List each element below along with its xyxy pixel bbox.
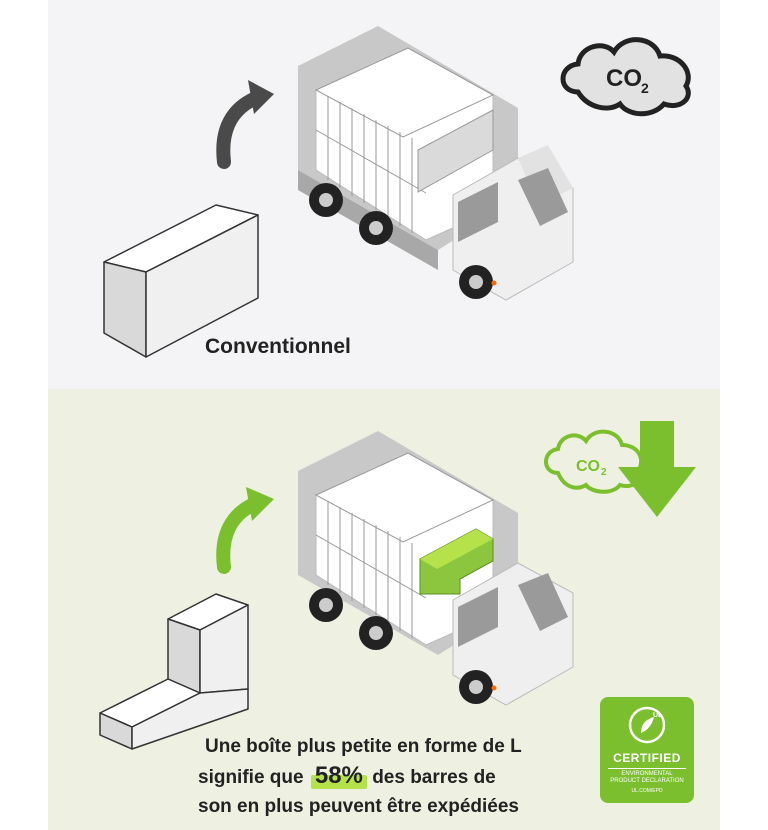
co2-sub-top: 2 bbox=[641, 80, 649, 96]
co2-cloud-icon: CO 2 bbox=[560, 37, 691, 117]
arrow-down-icon bbox=[618, 421, 696, 517]
conventional-illustration: CO 2 bbox=[103, 26, 691, 358]
arrow-up-right-green-icon bbox=[216, 487, 274, 574]
l-box-panel: CO 2 Une boîte plus petite en forme de L… bbox=[48, 389, 720, 830]
l-box-caption: Une boîte plus petite en forme de L sign… bbox=[198, 732, 522, 821]
caption-line-2: signifie que 58% des barres de bbox=[198, 761, 522, 792]
ul-certified-badge: UL CERTIFIED ENVIRONMENTAL PRODUCT DECLA… bbox=[600, 697, 694, 803]
badge-url: UL.COM/EPD bbox=[631, 788, 663, 794]
conventional-caption: Conventionnel bbox=[205, 335, 351, 358]
l-box-illustration: CO 2 bbox=[99, 421, 696, 750]
percent-highlight-bar bbox=[310, 775, 367, 789]
co2-label-bottom: CO bbox=[576, 458, 600, 475]
badge-divider bbox=[608, 768, 686, 769]
caption-line-2-before: signifie que bbox=[198, 767, 304, 788]
badge-env-line2: PRODUCT DECLARATION bbox=[610, 778, 684, 784]
caption-line-1: Une boîte plus petite en forme de L bbox=[205, 736, 522, 757]
badge-env-line1: ENVIRONMENTAL bbox=[621, 771, 673, 777]
ul-logo-text: UL bbox=[653, 712, 663, 719]
badge-env-text: ENVIRONMENTAL PRODUCT DECLARATION bbox=[600, 771, 694, 785]
caption-line-2-after: des barres de bbox=[372, 767, 496, 788]
co2-cloud-green-icon: CO 2 bbox=[544, 429, 644, 494]
truck-l-box bbox=[298, 431, 574, 706]
arrow-up-right-icon bbox=[216, 80, 274, 169]
percent-value: 58% bbox=[314, 762, 363, 789]
caption-line-3: son en plus peuvent être expédiées bbox=[198, 796, 519, 817]
conventional-box bbox=[103, 204, 259, 358]
co2-sub-bottom: 2 bbox=[601, 467, 607, 478]
ul-logo-icon: UL bbox=[628, 706, 666, 744]
percent-highlight: 58% bbox=[310, 761, 367, 792]
green-l-box-highlight bbox=[419, 528, 494, 595]
badge-certified: CERTIFIED bbox=[613, 751, 681, 765]
co2-label-top: CO bbox=[606, 65, 642, 92]
l-shaped-box bbox=[99, 593, 249, 750]
conventional-panel: CO 2 Conventionnel bbox=[48, 0, 720, 389]
truck-conventional bbox=[298, 26, 574, 301]
